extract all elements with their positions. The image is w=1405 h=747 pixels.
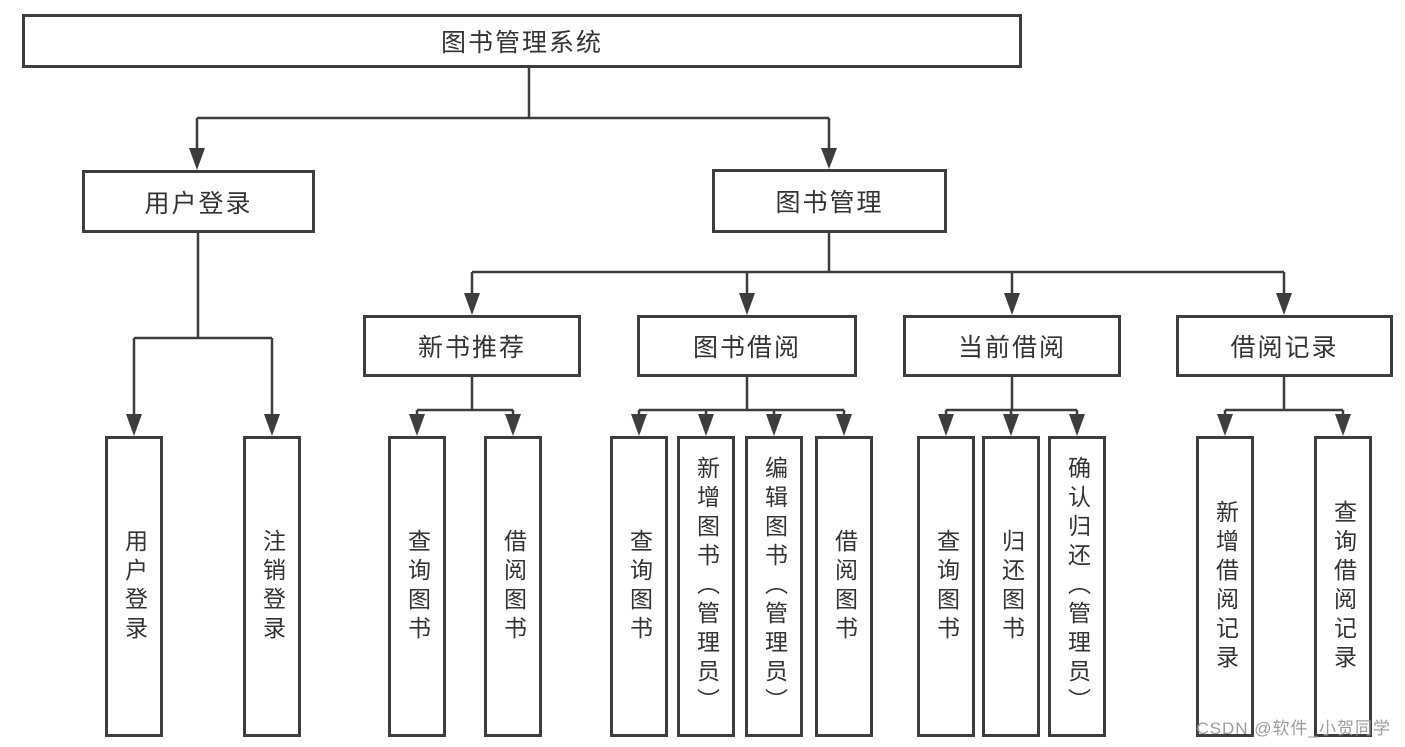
leaf-query-books-borrowing: 查询图书 <box>610 436 668 737</box>
leaf-borrow-books: 借阅图书 <box>815 436 873 737</box>
node-borrowing-records: 借阅记录 <box>1176 315 1393 377</box>
leaf-label: 确认归还（管理员） <box>1064 456 1091 717</box>
watermark: CSDN @软件_小贺同学 <box>1196 719 1391 738</box>
leaf-add-book-admin: 新增图书（管理员） <box>677 436 735 737</box>
leaf-borrow-books-recommend: 借阅图书 <box>484 436 542 737</box>
leaf-label: 查询图书 <box>404 528 431 645</box>
leaf-label: 查询图书 <box>933 528 960 645</box>
leaf-label: 新增图书（管理员） <box>693 456 720 717</box>
leaf-query-books-recommend: 查询图书 <box>388 436 446 737</box>
leaf-confirm-return-admin: 确认归还（管理员） <box>1048 436 1106 737</box>
leaf-logout: 注销登录 <box>243 436 301 737</box>
node-library-system: 图书管理系统 <box>22 14 1022 68</box>
leaf-edit-book-admin: 编辑图书（管理员） <box>745 436 803 737</box>
leaf-label: 查询图书 <box>626 528 653 645</box>
node-book-management: 图书管理 <box>712 169 947 233</box>
leaf-label: 新增借阅记录 <box>1212 499 1239 674</box>
leaf-label: 用户登录 <box>121 528 148 645</box>
node-new-book-recommend: 新书推荐 <box>363 315 581 377</box>
node-user-login: 用户登录 <box>82 170 315 233</box>
leaf-query-books-current: 查询图书 <box>917 436 975 737</box>
leaf-user-login: 用户登录 <box>105 436 163 737</box>
leaf-label: 借阅图书 <box>831 528 858 645</box>
leaf-label: 查询借阅记录 <box>1330 499 1357 674</box>
leaf-label: 编辑图书（管理员） <box>761 456 788 717</box>
leaf-label: 注销登录 <box>259 528 286 645</box>
leaf-label: 借阅图书 <box>500 528 527 645</box>
leaf-query-borrow-record: 查询借阅记录 <box>1314 436 1372 737</box>
node-book-borrowing: 图书借阅 <box>637 315 857 377</box>
leaf-add-borrow-record: 新增借阅记录 <box>1196 436 1254 737</box>
leaf-label: 归还图书 <box>998 528 1025 645</box>
node-current-borrowing: 当前借阅 <box>903 315 1121 377</box>
leaf-return-book: 归还图书 <box>982 436 1040 737</box>
